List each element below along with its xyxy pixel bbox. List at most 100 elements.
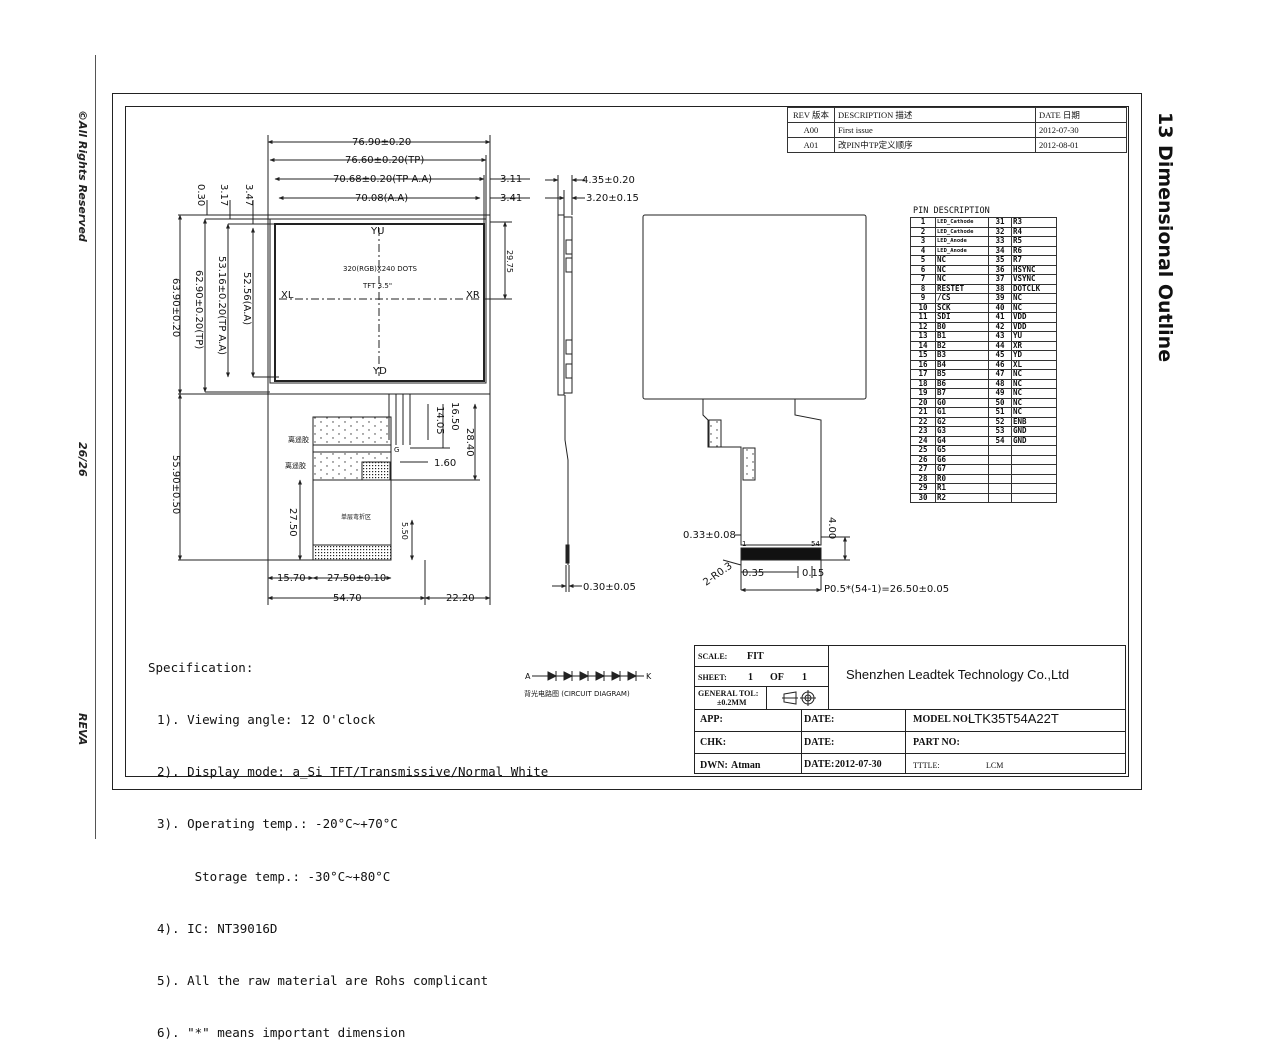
title-block-divider xyxy=(694,731,1126,732)
diode xyxy=(627,671,638,681)
pin-cell: G7 xyxy=(935,464,989,475)
dim-label: 0.30±0.05 xyxy=(583,582,636,593)
dim-label: 52.56(A.A) xyxy=(241,272,252,325)
resolution-label: 320(RGB)X240 DOTS xyxy=(343,265,417,273)
dim-label: 76.60±0.20(TP) xyxy=(345,155,424,166)
dim-label: 3.47 xyxy=(243,184,254,206)
touch-label-yu: YU xyxy=(370,226,384,237)
side-tab xyxy=(565,239,573,255)
title-block-divider xyxy=(694,753,1126,754)
title-block-divider xyxy=(694,666,829,667)
diode xyxy=(547,671,558,681)
contact-strip xyxy=(312,544,392,561)
pin-cell: G3 xyxy=(935,426,989,437)
size-label: TFT 3.5" xyxy=(362,282,392,290)
dim-label: 63.90±0.20 xyxy=(170,278,181,337)
pin-cell: LED_Cathode xyxy=(935,226,989,237)
pin-first-label: 1 xyxy=(742,540,746,548)
title-block-divider xyxy=(694,709,1126,710)
dim-label: 22.20 xyxy=(446,593,475,604)
pin-cell: B5 xyxy=(935,369,989,380)
cathode-label: K xyxy=(646,672,652,681)
inner-frame xyxy=(125,106,1129,777)
pin-cell: 9 xyxy=(910,293,936,304)
date-label: DATE: xyxy=(804,759,835,770)
fold-label: 单层弯折区 xyxy=(341,513,371,521)
pin-cell: NC xyxy=(1011,407,1057,418)
pin-cell: 3 xyxy=(910,236,936,247)
touch-label-yd: YD xyxy=(372,366,387,377)
title-block-divider xyxy=(766,687,767,709)
pin-cell: R2 xyxy=(935,492,989,503)
tp-outline xyxy=(269,218,487,384)
tolerance-value: ±0.2MM xyxy=(717,698,747,707)
pin-cell: 39 xyxy=(988,293,1012,304)
specification-block: Specification: 1). Viewing angle: 12 O'c… xyxy=(148,624,548,1059)
pin-cell: 25 xyxy=(910,445,936,456)
dim-label: P0.5*(54-1)=26.50±0.05 xyxy=(824,584,949,595)
spec-line: 1). Viewing angle: 12 O'clock xyxy=(157,712,376,728)
pin-cell: 41 xyxy=(988,312,1012,323)
ground-label: G xyxy=(394,446,399,454)
dim-label: 62.90±0.20(TP) xyxy=(193,270,204,349)
scale-label: SCALE: xyxy=(698,652,728,661)
pin-cell: YU xyxy=(1011,331,1057,342)
pin-cell: 33 xyxy=(988,236,1012,247)
pin-cell: R5 xyxy=(1011,236,1057,247)
pin-cell: 51 xyxy=(988,407,1012,418)
pin-cell: 49 xyxy=(988,388,1012,399)
dim-label: 27.50 xyxy=(287,508,298,537)
pin-cell: R1 xyxy=(935,483,989,494)
back-block xyxy=(708,419,722,448)
title-block-divider xyxy=(905,709,906,774)
pin-cell: /CS xyxy=(935,293,989,304)
dim-label: 53.16±0.20(TP A.A) xyxy=(216,256,227,355)
model-label: MODEL NO: xyxy=(913,714,972,725)
company-name: Shenzhen Leadtek Technology Co.,Ltd xyxy=(846,667,1070,682)
back-block xyxy=(742,447,756,481)
pin-cell: R7 xyxy=(1011,255,1057,266)
pin-cell: 21 xyxy=(910,407,936,418)
title-block-divider xyxy=(801,709,802,774)
revision-table: REV 版本 DESCRIPTION 描述 DATE 日期 A00 First … xyxy=(787,107,1127,153)
pin-cell: NC xyxy=(935,274,989,285)
pin-cell: 47 xyxy=(988,369,1012,380)
pin-cell xyxy=(988,454,1012,465)
pin-cell: VDD xyxy=(1011,312,1057,323)
pin-cell: 45 xyxy=(988,350,1012,361)
pin-description-title: PIN DESCRIPTION xyxy=(913,206,990,216)
tolerance-label: GENERAL TOL: xyxy=(698,689,759,698)
pin-cell xyxy=(988,464,1012,475)
rev-cell: 2012-08-01 xyxy=(1035,137,1127,153)
spec-line: 6). "*" means important dimension xyxy=(157,1025,406,1041)
touch-label-xr: XR xyxy=(466,290,480,301)
title-label: TTTLE: xyxy=(913,761,940,770)
pin-cell xyxy=(1011,473,1057,484)
dim-label: 3.41 xyxy=(500,193,522,204)
model-value: LTK35T54A22T xyxy=(968,711,1059,726)
pin-cell: 5 xyxy=(910,255,936,266)
pin-cell xyxy=(988,473,1012,484)
pin-cell: GND xyxy=(1011,435,1057,446)
diode xyxy=(611,671,622,681)
pin-cell: R3 xyxy=(1011,217,1057,228)
pin-cell: 43 xyxy=(988,331,1012,342)
pin-cell xyxy=(1011,454,1057,465)
pin-cell: 53 xyxy=(988,426,1012,437)
spec-line: Storage temp.: -30°C~+80°C xyxy=(157,868,391,884)
diode xyxy=(563,671,574,681)
dwn-label: DWN: xyxy=(700,760,728,771)
circuit-caption: 背光电路图 (CIRCUIT DIAGRAM) xyxy=(524,689,630,698)
dim-label: 15.70 xyxy=(277,573,306,584)
spec-line: 2). Display mode: a_Si TFT/Transmissive/… xyxy=(157,764,549,780)
